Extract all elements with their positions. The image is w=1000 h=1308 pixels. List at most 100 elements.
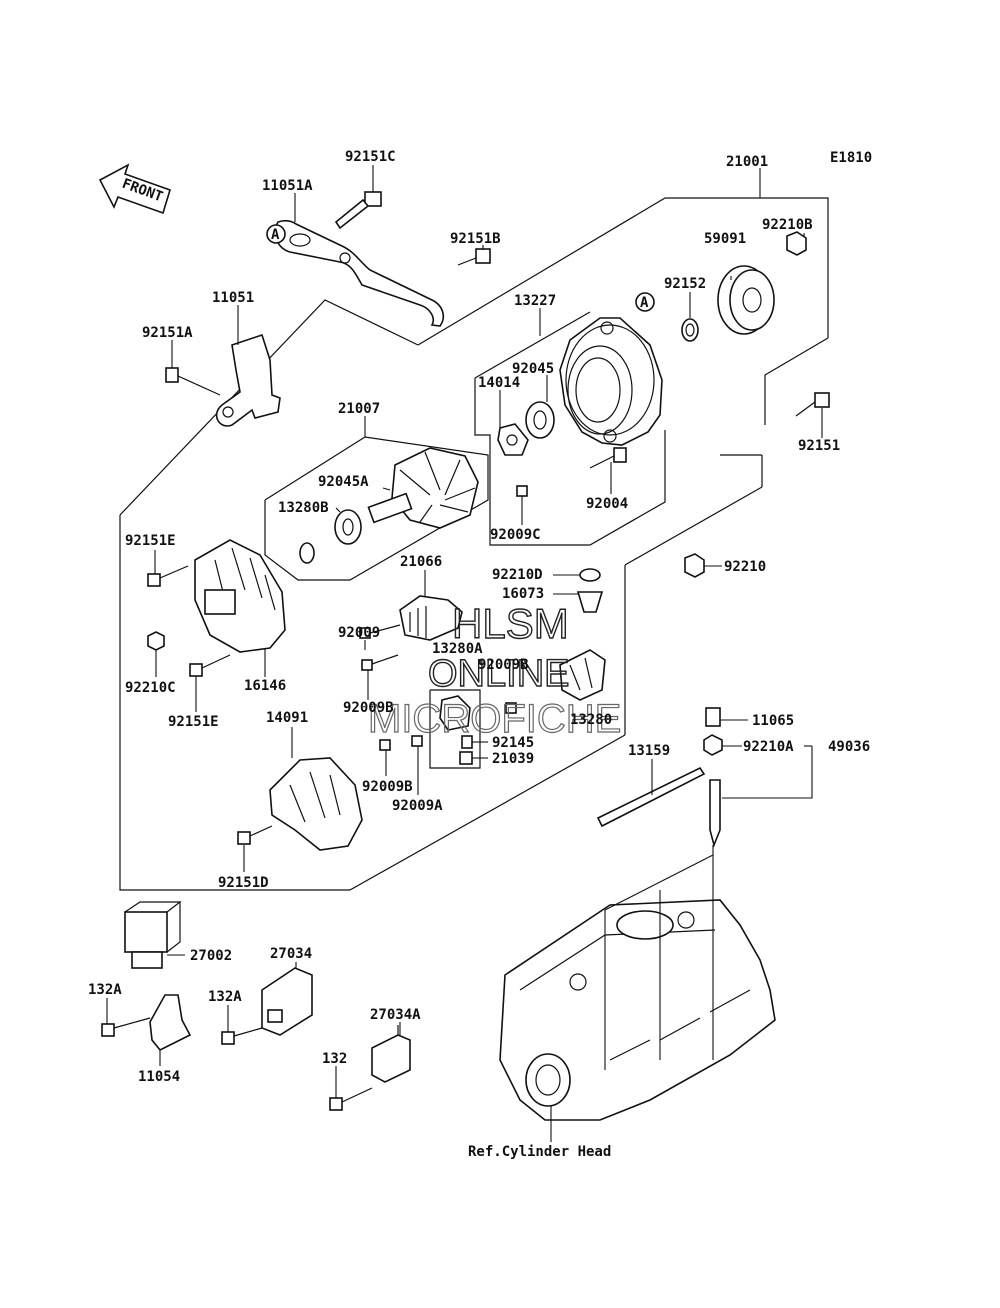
bolt-132a-right xyxy=(221,1027,263,1045)
label-21066: 21066 xyxy=(400,554,442,570)
cylinder-head xyxy=(499,899,776,1121)
glow-plug-49036 xyxy=(709,779,721,848)
label-92210d: 92210D xyxy=(492,567,543,583)
cap-92210d xyxy=(579,568,601,582)
label-92151e-top: 92151E xyxy=(125,533,176,549)
spacer-92152 xyxy=(681,318,699,342)
front-arrow-icon: FRONT xyxy=(98,163,171,215)
cap-16073 xyxy=(576,591,604,613)
label-92045a: 92045A xyxy=(318,474,369,490)
label-92151b: 92151B xyxy=(450,231,501,247)
label-132a-right: 132A xyxy=(208,989,242,1005)
svg-text:HLSM: HLSM xyxy=(452,600,569,647)
label-92145: 92145 xyxy=(492,735,534,751)
rear-housing-16146 xyxy=(194,539,286,653)
label-13227: 13227 xyxy=(514,293,556,309)
screw-92009 xyxy=(359,624,401,639)
label-11065: 11065 xyxy=(752,713,794,729)
label-27002: 27002 xyxy=(190,948,232,964)
svg-text:A: A xyxy=(640,295,649,311)
label-13280b: 13280B xyxy=(278,500,329,516)
cover-14091 xyxy=(269,757,363,851)
nut-92210 xyxy=(684,553,705,578)
watermark: HLSM ONLINE MICROFICHE xyxy=(367,599,622,741)
label-92045: 92045 xyxy=(512,361,554,377)
screw-92009b-a xyxy=(361,654,399,671)
label-92151: 92151 xyxy=(798,438,840,454)
label-21001: 21001 xyxy=(726,154,768,170)
label-13280a: 13280A xyxy=(432,641,483,657)
module-27034 xyxy=(261,967,313,1036)
nut-92210a xyxy=(703,734,723,756)
label-16073: 16073 xyxy=(502,586,544,602)
label-132: 132 xyxy=(322,1051,347,1067)
label-11054: 11054 xyxy=(138,1069,180,1085)
brush-set-box xyxy=(429,689,481,769)
label-92009b-c: 92009B xyxy=(362,779,413,795)
label-21039: 21039 xyxy=(492,751,534,767)
plug-11065 xyxy=(705,707,721,727)
label-92210c: 92210C xyxy=(125,680,176,696)
rotor-21007 xyxy=(367,447,479,529)
relay-27002 xyxy=(124,901,182,969)
callout-a-left: A xyxy=(266,224,286,244)
label-92151c: 92151C xyxy=(345,149,396,165)
regulator-21066 xyxy=(399,595,463,641)
bolt-92151e-top xyxy=(147,565,189,587)
assembly-outline-13227 xyxy=(474,311,666,546)
brush-assy-13280a xyxy=(439,695,471,731)
diagram-code: E1810 xyxy=(830,150,872,166)
assembly-outline-21007 xyxy=(264,436,489,581)
bolt-92151a xyxy=(165,367,221,396)
svg-text:ONLINE: ONLINE xyxy=(428,653,569,695)
label-92009a: 92009A xyxy=(392,798,443,814)
leader-lines xyxy=(106,165,823,1142)
label-92210a: 92210A xyxy=(743,739,794,755)
bolt-92151c xyxy=(334,191,382,230)
bolt-92151b xyxy=(457,248,491,266)
label-92151e-bottom: 92151E xyxy=(168,714,219,730)
label-27034: 27034 xyxy=(270,946,312,962)
connector-plate-13159 xyxy=(596,766,706,828)
label-92009b-a: 92009B xyxy=(478,657,529,673)
bolt-92151 xyxy=(795,392,830,417)
bolt-132a-left xyxy=(101,1017,151,1037)
screw-92009c xyxy=(516,485,528,497)
screw-92009a xyxy=(411,735,423,747)
bracket-11054 xyxy=(149,994,192,1052)
reference-note: Ref.Cylinder Head xyxy=(468,1144,611,1160)
screw-92009b-mid xyxy=(505,702,517,714)
bolt-92151e-bottom xyxy=(189,654,231,677)
bracket-11051 xyxy=(215,333,281,427)
bolt-92004 xyxy=(589,447,627,469)
label-13159: 13159 xyxy=(628,743,670,759)
label-11051a: 11051A xyxy=(262,178,313,194)
bolt-132 xyxy=(329,1087,373,1111)
label-92210b: 92210B xyxy=(762,217,813,233)
bracket-11051a xyxy=(274,219,445,327)
label-132a-left: 132A xyxy=(88,982,122,998)
svg-text:MICROFICHE: MICROFICHE xyxy=(368,697,621,741)
plate-14014 xyxy=(497,423,529,456)
relay-27034a xyxy=(371,1025,411,1083)
front-housing-13227 xyxy=(559,317,663,446)
label-13280: 13280 xyxy=(570,712,612,728)
svg-text:A: A xyxy=(271,227,280,243)
label-92009c: 92009C xyxy=(490,527,541,543)
label-59091: 59091 xyxy=(704,231,746,247)
label-92151a: 92151A xyxy=(142,325,193,341)
washer-13280b xyxy=(299,542,315,564)
label-14014: 14014 xyxy=(478,375,520,391)
label-16146: 16146 xyxy=(244,678,286,694)
label-27034a: 27034A xyxy=(370,1007,421,1023)
nut-92210b xyxy=(786,231,807,256)
pulley-59091 xyxy=(717,265,775,335)
label-21007: 21007 xyxy=(338,401,380,417)
assembly-outline-21001 xyxy=(119,197,829,891)
label-92009: 92009 xyxy=(338,625,380,641)
label-11051: 11051 xyxy=(212,290,254,306)
screw-92009b-b xyxy=(379,739,391,751)
bolt-92151d xyxy=(237,825,273,845)
nut-92210c xyxy=(147,631,165,651)
